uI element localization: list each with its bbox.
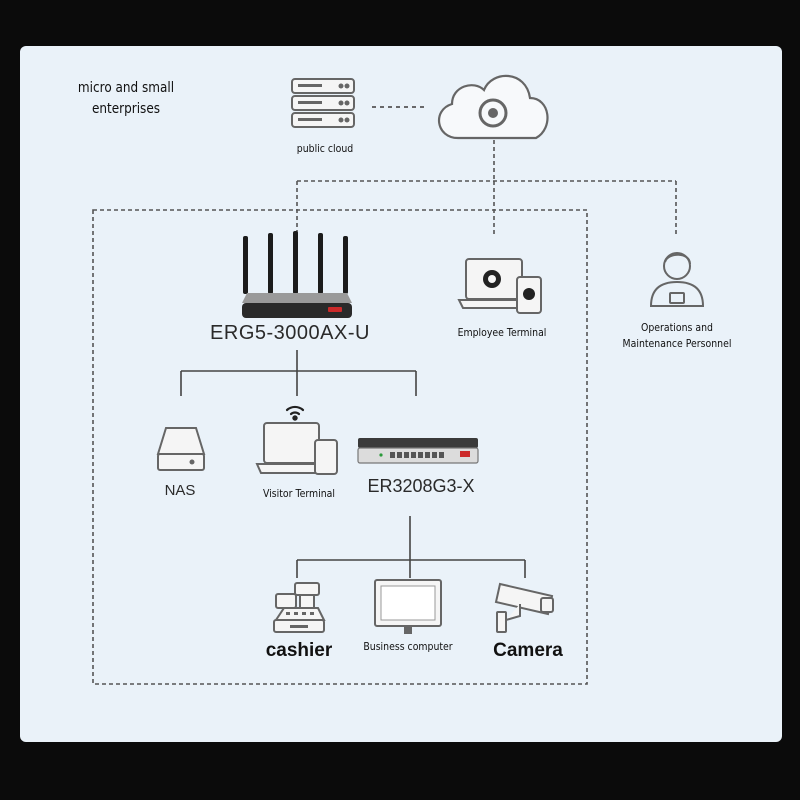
cashier-label: cashier: [265, 640, 333, 661]
visitor-terminal-icon: [255, 422, 338, 475]
enterprise-boundary: [92, 209, 588, 685]
operator-icon: [649, 252, 705, 307]
server-icon: [291, 78, 355, 128]
camera-icon: [494, 582, 554, 633]
router-icon: [242, 231, 352, 318]
camera-label: Camera: [493, 640, 563, 661]
public-cloud-label: public cloud: [296, 142, 354, 155]
business-computer-label: Business computer: [363, 640, 453, 653]
scenario-label-text: micro and small enterprises: [77, 80, 175, 117]
router-model-label: ERG5-3000AX-U: [210, 322, 370, 344]
scenario-label: micro and small enterprises: [78, 78, 174, 120]
cloud-links: [296, 140, 677, 234]
nas-icon: [156, 427, 206, 471]
cloud-icon: [437, 74, 549, 140]
employee-terminal-label: Employee Terminal: [457, 326, 547, 339]
visitor-terminal-label: Visitor Terminal: [263, 487, 335, 500]
switch-icon: [357, 438, 479, 464]
router-links: [180, 350, 417, 396]
ops-personnel-label: Operations and Maintenance Personnel: [622, 321, 732, 350]
switch-links: [296, 516, 526, 578]
employee-terminal-icon: [457, 258, 542, 314]
business-computer-icon: [374, 579, 442, 634]
nas-label: NAS: [164, 482, 196, 499]
cashier-icon: [273, 582, 326, 633]
switch-model-label: ER3208G3-X: [367, 476, 475, 496]
wifi-icon: [285, 405, 305, 421]
